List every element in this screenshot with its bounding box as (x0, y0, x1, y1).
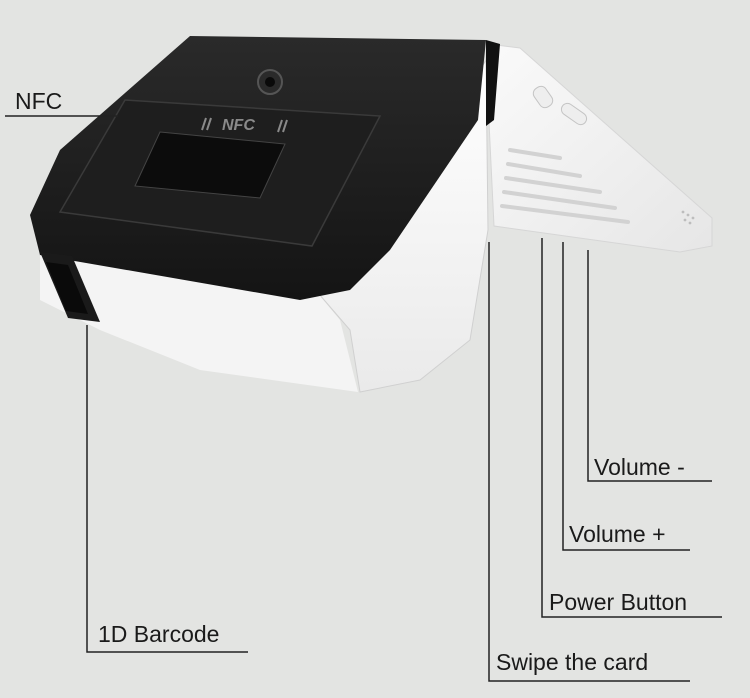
power-button-key (532, 85, 554, 109)
volume-minus-leader (587, 250, 712, 482)
barcode-leader (86, 325, 248, 653)
power-leader (541, 238, 722, 618)
leader-lines (5, 115, 722, 682)
label-volume-plus: Volume + (569, 521, 666, 547)
label-nfc: NFC (15, 88, 63, 114)
barcode-scanner-window (40, 252, 100, 322)
label-swipe-card: Swipe the card (496, 649, 649, 675)
label-volume-minus: Volume - (594, 454, 685, 480)
volume-plus-leader (562, 242, 690, 551)
volume-rocker (560, 102, 588, 126)
label-power-button: Power Button (549, 589, 688, 615)
nfc-mark: NFC (222, 117, 255, 134)
speaker-grill (500, 148, 630, 224)
reader-window (134, 131, 286, 199)
swipe-leader (488, 242, 690, 682)
black-top-housing: NFC (30, 36, 500, 300)
rear-display-housing (485, 43, 713, 253)
label-1d-barcode: 1D Barcode (98, 621, 220, 647)
nfc-waves-icon (201, 117, 288, 133)
